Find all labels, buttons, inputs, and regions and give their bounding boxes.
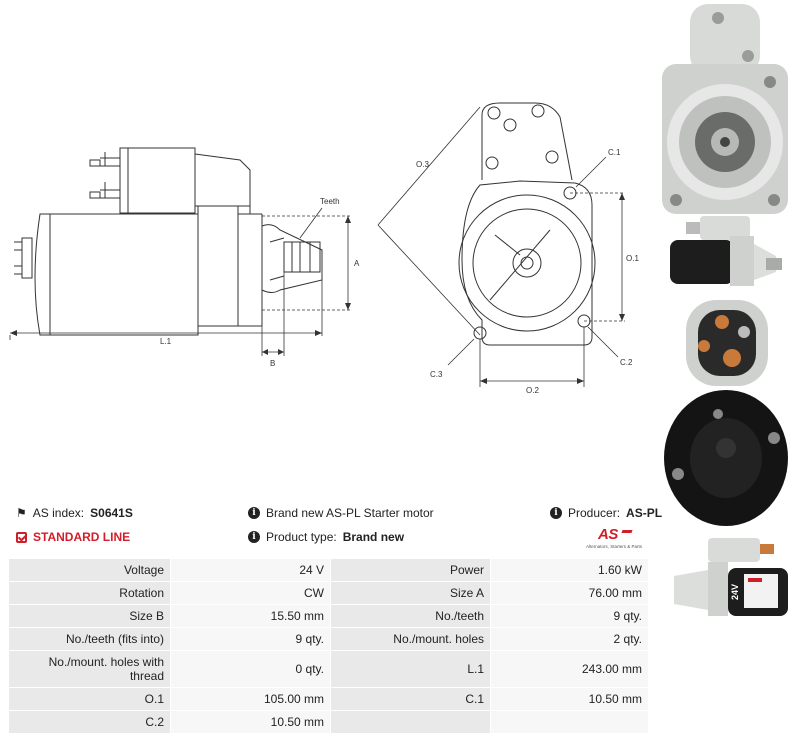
description-row: i Brand new AS-PL Starter motor: [248, 506, 434, 520]
spec-value: 9 qty.: [490, 604, 649, 628]
producer-value: AS-PL: [626, 506, 663, 520]
spec-value: 10.50 mm: [490, 687, 649, 711]
photo-side-view: [670, 216, 782, 286]
spec-value: 9 qty.: [170, 627, 331, 651]
spec-value: 2 qty.: [490, 627, 649, 651]
spec-label: No./mount. holes: [330, 627, 491, 651]
dimension-o1-label: O.1: [626, 254, 639, 263]
as-index-row: ⚑ AS index: S0641S: [16, 506, 133, 520]
spec-label: O.1: [8, 687, 171, 711]
dimension-b-label: B: [270, 359, 275, 368]
spec-label: Power: [330, 558, 491, 582]
info-icon: i: [550, 507, 562, 519]
photo-flange-front: [662, 4, 788, 214]
product-type-row: i Product type: Brand new: [248, 530, 404, 544]
spec-value: 1.60 kW: [490, 558, 649, 582]
product-type-value: Brand new: [342, 530, 405, 544]
spec-label: No./mount. holes with thread: [8, 650, 171, 688]
spec-label: Size A: [330, 581, 491, 605]
photo-side-24v: 24V: [668, 532, 792, 628]
voltage-sticker-text: 24V: [730, 583, 740, 600]
spec-value: 15.50 mm: [170, 604, 331, 628]
dimension-c2-label: C.2: [620, 358, 633, 367]
table-row: No./teeth (fits into)9 qty.No./mount. ho…: [8, 627, 649, 651]
spec-label: C.2: [8, 710, 171, 734]
spec-label: L.1: [330, 650, 491, 688]
logo-tagline: Alternators, Starters & Parts: [586, 544, 643, 549]
standard-line-label: STANDARD LINE: [33, 530, 131, 544]
spec-value: CW: [170, 581, 331, 605]
spec-label: C.1: [330, 687, 491, 711]
spec-value: 10.50 mm: [170, 710, 331, 734]
spec-value: 105.00 mm: [170, 687, 331, 711]
side-view-drawing: Teeth A B L.1: [9, 147, 360, 368]
spec-value: 76.00 mm: [490, 581, 649, 605]
photo-rear-view: [664, 300, 788, 526]
spec-value: [490, 710, 649, 734]
as-pl-logo: AS Alternators, Starters & Parts: [586, 526, 650, 552]
check-icon: [16, 531, 27, 543]
dimension-o3-label: O.3: [416, 160, 429, 169]
producer-row: i Producer: AS-PL: [550, 506, 662, 520]
dimension-a-label: A: [354, 259, 360, 268]
spec-label: Size B: [8, 604, 171, 628]
spec-label: No./teeth (fits into): [8, 627, 171, 651]
info-icon: i: [248, 507, 260, 519]
spec-label: Rotation: [8, 581, 171, 605]
tag-icon: ⚑: [16, 506, 27, 520]
dimension-l1-label: L.1: [160, 337, 172, 346]
product-type-label: Product type:: [266, 530, 337, 544]
as-index-label: AS index:: [32, 506, 85, 520]
as-index-value: S0641S: [90, 506, 133, 520]
standard-line-row: STANDARD LINE: [16, 530, 130, 544]
logo-text: AS: [598, 526, 618, 543]
spec-label: Voltage: [8, 558, 171, 582]
flange-view-drawing: O.3 C.1 O.1 C.2 C.3 O.2: [377, 102, 639, 395]
producer-label: Producer:: [568, 506, 621, 520]
dimension-c1-label: C.1: [608, 148, 621, 157]
logo-bar: [621, 530, 633, 533]
teeth-label: Teeth: [320, 197, 340, 206]
spec-value: 0 qty.: [170, 650, 331, 688]
spec-label: No./teeth: [330, 604, 491, 628]
dimension-o2-label: O.2: [526, 386, 539, 395]
info-icon: i: [248, 531, 260, 543]
dimension-c3-label: C.3: [430, 370, 443, 379]
description-text: Brand new AS-PL Starter motor: [266, 506, 434, 520]
spec-label: [330, 710, 491, 734]
spec-value: 24 V: [170, 558, 331, 582]
spec-value: 243.00 mm: [490, 650, 649, 688]
